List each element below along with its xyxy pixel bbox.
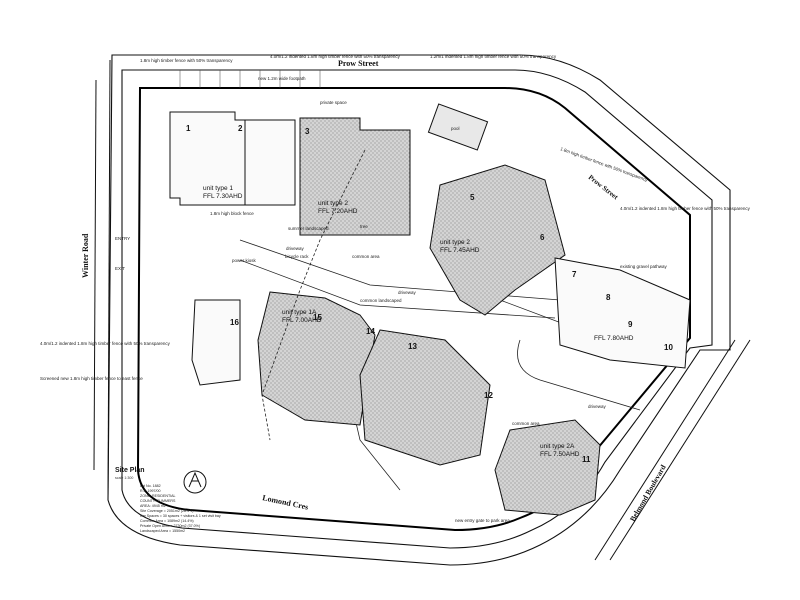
site-detail: Private Open Area = 2730m2 (37.0%)	[140, 524, 200, 528]
unit-ffl-label: FFL 7.50AHD	[540, 451, 580, 458]
site-detail: R.P. 1997/00	[140, 489, 161, 493]
winter-road-label: Winter Road	[81, 233, 90, 278]
building-unit-7-10	[554, 257, 691, 369]
prow-street-right-label: Prow Street	[587, 173, 620, 201]
block-fence-label: 1.8m high block fence	[210, 211, 254, 216]
fence-annotation: 1.8m high timber fence with 50% transpar…	[140, 58, 233, 63]
unit-type-label: unit type 2	[440, 239, 470, 246]
building-unit-5-6	[429, 164, 566, 316]
unit-ffl-label: FFL 7.45AHD	[440, 247, 480, 254]
lomond-cres-label: Lomond Cres	[262, 493, 310, 512]
road-edge-outer	[107, 54, 731, 566]
unit-ffl-label: FFL 7.80AHD	[594, 335, 634, 342]
fence-annotation: 1.8m high timber fence with 50% transpar…	[560, 146, 649, 183]
unit-number: 14	[366, 327, 375, 336]
unit-number: 5	[470, 193, 475, 202]
belmond-edge	[594, 339, 751, 561]
fence-annotation: 4.0m/1.2 indented 1.8m high timber fence…	[620, 206, 751, 211]
prow-street-top-label: Prow Street	[338, 59, 379, 68]
building-unit-13-12	[359, 329, 491, 466]
landscaped-label: common landscaped	[360, 298, 402, 303]
unit-number: 3	[305, 127, 310, 136]
winter-road-edge	[93, 59, 111, 501]
driveway-label: driveway	[286, 246, 305, 251]
site-detail: ZONE: RESIDENTIAL	[140, 494, 176, 498]
landscaped-label: summer landscaped	[288, 226, 329, 231]
site-plan-title: Site Plan	[115, 467, 145, 474]
site-detail: Landscaped Area = 1550m2	[140, 529, 185, 533]
unit-number: 7	[572, 270, 577, 279]
unit-number: 15	[313, 313, 322, 322]
entry-gate-label: new entry gate to park area	[455, 518, 510, 523]
unit-number: 16	[230, 318, 239, 327]
private-space-label: private space	[320, 100, 347, 105]
road-outlines	[107, 54, 731, 566]
fence-annotation: 4.0m/1.2 indented 1.8m high timber fence…	[40, 341, 171, 346]
exit-label: EXIT	[115, 266, 125, 271]
site-detail: Site Coverage = 2051m2 (28.4%)	[140, 509, 193, 513]
pool-label: pool	[451, 126, 460, 131]
bicycle-rack-label: bicycle rack	[285, 254, 309, 259]
site-detail: Common Area = 1089m2 (14.4%)	[140, 519, 194, 523]
site-detail: Lot No. 1882	[140, 484, 161, 488]
site-boundary	[136, 87, 691, 532]
pathway-label: existing gravel pathway	[620, 264, 668, 269]
unit-type-label: unit type 1	[203, 185, 233, 192]
unit-type-label: unit type 1A	[282, 309, 317, 316]
unit-number: 10	[664, 343, 673, 352]
unit-number: 8	[606, 293, 611, 302]
footpath-annotation: new 1.2m wide footpath	[258, 76, 306, 81]
entry-label: ENTRY	[115, 236, 130, 241]
unit-ffl-label: FFL 7.30AHD	[203, 193, 243, 200]
road-edge-inner	[121, 69, 713, 549]
belmond-boulevard-label: Belmond Boulevard	[628, 462, 668, 523]
building-unit-11	[494, 419, 601, 516]
site-plan-info-block: Site Plan scale 1:300 Lot No. 1882 R.P. …	[115, 467, 221, 533]
walkway-dashed	[261, 149, 366, 441]
site-plan-scale: scale 1:300	[115, 476, 133, 480]
unit-type-label: unit type 2	[318, 200, 348, 207]
fence-annotation: 1.2m/1 indented 1.8m high timber fence w…	[430, 54, 557, 59]
building-unit-16	[191, 299, 241, 386]
site-detail: AREA: 4945 m2	[140, 504, 166, 508]
unit-number: 1	[186, 124, 191, 133]
unit-number: 12	[484, 391, 493, 400]
unit-type-label: unit type 2A	[540, 443, 575, 450]
common-area-label: common area	[352, 254, 380, 259]
unit-ffl-label: FFL 7.00AHD	[282, 317, 322, 324]
driveway-label: driveway	[588, 404, 607, 409]
unit-number: 9	[628, 320, 633, 329]
driveway-label: driveway	[398, 290, 417, 295]
building-unit-2	[235, 119, 296, 206]
fence-annotation: Screened new 1.8m high timber fence to e…	[40, 376, 143, 381]
unit-number: 13	[408, 342, 417, 351]
common-area-label: common area	[512, 421, 540, 426]
pool: pool	[427, 103, 489, 151]
north-arrow-icon	[183, 470, 207, 494]
fence-annotation: 4.0m/1.2 indented 1.8m high timber fence…	[270, 54, 401, 59]
site-detail: Car Spaces = 30 spaces + visitors & 1 se…	[140, 514, 221, 518]
unit-number: 6	[540, 233, 545, 242]
buildings	[169, 111, 691, 516]
site-detail: COUNTY: SUMMERS	[140, 499, 176, 503]
tree-label: tree	[360, 224, 368, 229]
power-kiosk-label: power kiosk	[232, 258, 257, 263]
building-unit-3	[299, 117, 411, 236]
unit-number: 11	[582, 455, 591, 464]
unit-ffl-label: FFL 7.20AHD	[318, 208, 358, 215]
unit-number: 2	[238, 124, 243, 133]
footpath-hatch	[179, 70, 321, 88]
